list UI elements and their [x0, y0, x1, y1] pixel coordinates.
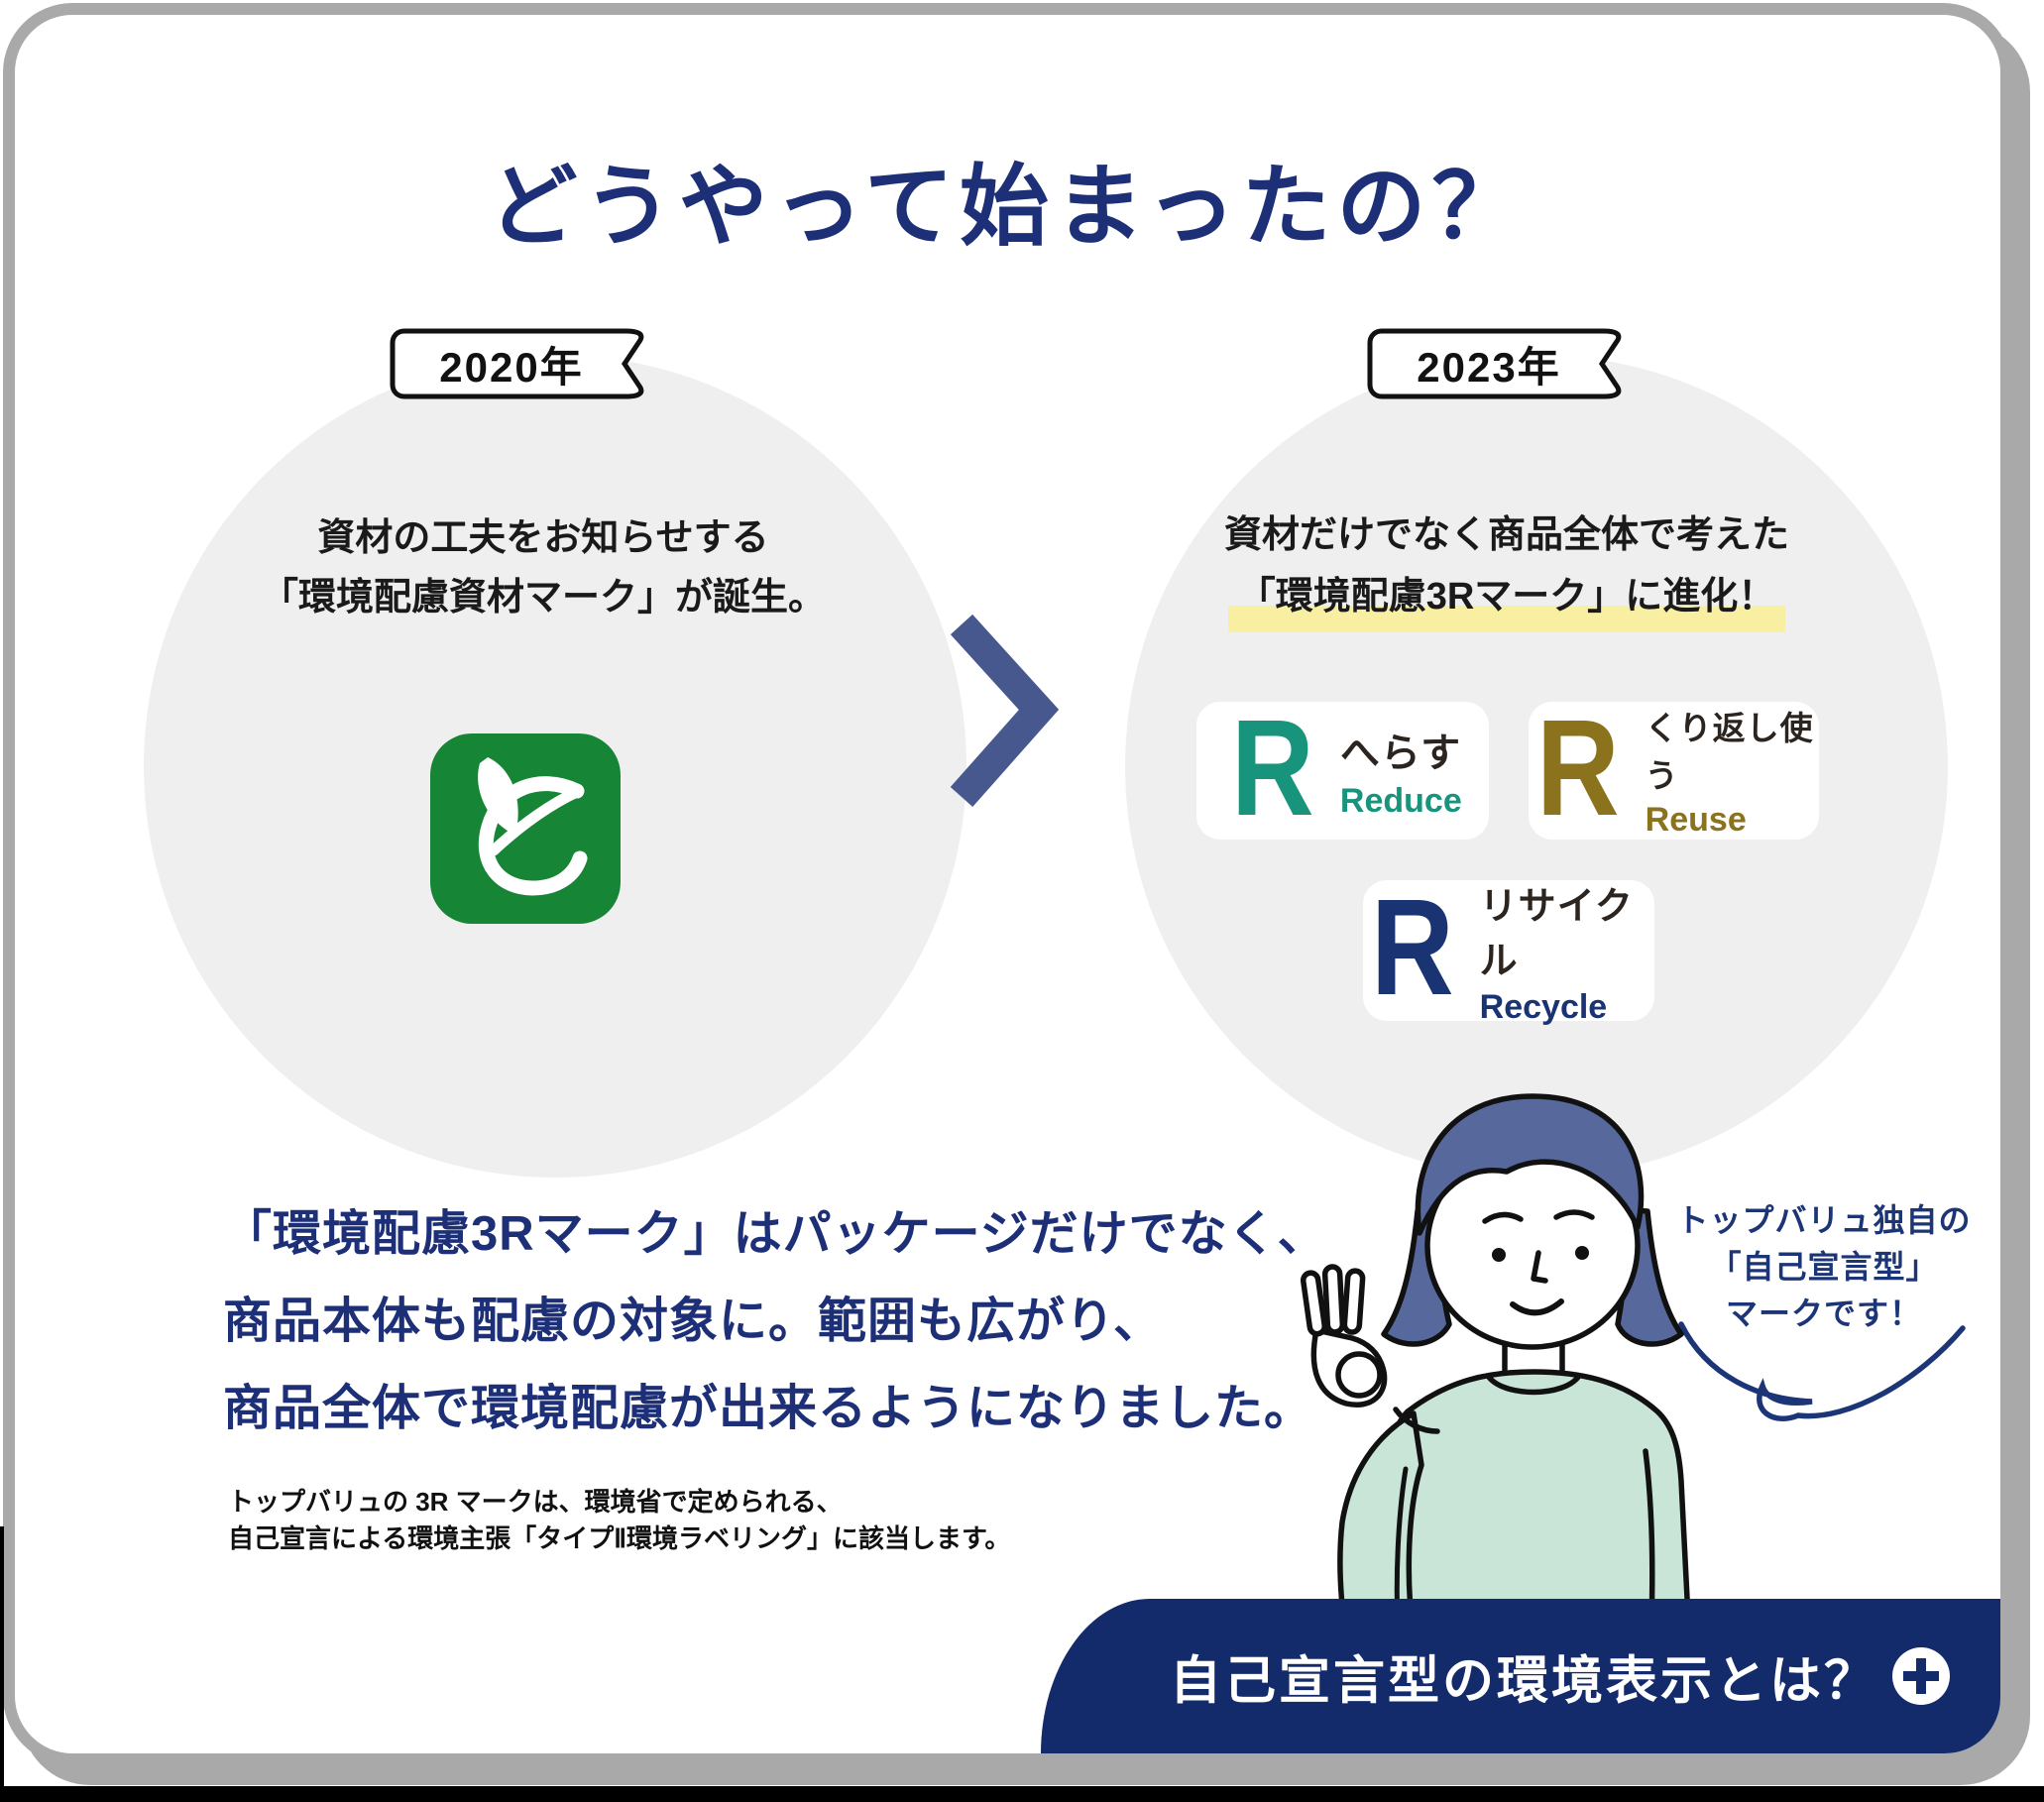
ribbon-badge-shape: [390, 328, 644, 399]
reuse-r-letter: R: [1535, 691, 1620, 845]
bubble-line3: マークです！: [1725, 1295, 1922, 1331]
bubble-line1: トップバリュ独自の: [1676, 1202, 1972, 1238]
recycle-en-label: Recycle: [1479, 987, 1608, 1026]
mark-card-reduce: R へらす Reduce: [1196, 691, 1489, 845]
recycle-r-letter: R: [1370, 871, 1454, 1024]
summary-paragraph: 「環境配慮3Rマーク」はパッケージだけでなく、 商品本体も配慮の対象に。範囲も広…: [223, 1190, 1327, 1452]
right-desc-line1: 資材だけでなく商品全体で考えた: [1223, 514, 1789, 556]
year-badge-2020: 2020年: [389, 327, 656, 400]
page-edge-left: [0, 1526, 4, 1802]
speech-bubble-text: トップバリュ独自の 「自己宣言型」 マークです！: [1675, 1197, 1973, 1337]
reduce-jp-label: へらす: [1339, 732, 1462, 775]
right-circle-description: 資材だけでなく商品全体で考えた 「環境配慮3Rマーク」に進化！: [1130, 506, 1883, 632]
banner-label: 自己宣言型の環境表示とは？: [1170, 1652, 1879, 1711]
reduce-r-letter: R: [1231, 691, 1314, 845]
speech-bubble-swoosh: [1678, 1321, 1966, 1421]
summary-line1: 「環境配慮3Rマーク」はパッケージだけでなく、: [223, 1207, 1327, 1261]
year-label: 2020年: [439, 343, 584, 391]
mark-card-reuse: R くり返し使う Reuse: [1529, 691, 1819, 845]
summary-line2: 商品本体も配慮の対象に。範囲も広がり、: [223, 1295, 1164, 1348]
mark-card-recycle: R リサイクル Recycle: [1363, 871, 1654, 1026]
reuse-en-label: Reuse: [1645, 801, 1747, 839]
footnote-line2: 自己宣言による環境主張「タイプⅡ環境ラベリング」に該当します。: [228, 1523, 1011, 1553]
left-circle-description: 資材の工夫をお知らせする 「環境配慮資材マーク」が誕生。: [196, 508, 890, 627]
bubble-line2: 「自己宣言型」: [1709, 1249, 1939, 1285]
footnote: トップバリュの 3R マークは、環境省で定められる、 自己宣言による環境主張「タ…: [228, 1484, 1010, 1557]
left-desc-line1: 資材の工夫をお知らせする: [317, 517, 769, 559]
chevron-right-icon: [950, 614, 1060, 807]
reuse-jp-label: くり返し使う: [1645, 710, 1814, 794]
plus-icon[interactable]: [1892, 1647, 1950, 1705]
eco-material-mark-icon: [430, 733, 621, 924]
page-edge-bottom: [0, 1786, 2044, 1802]
right-desc-line2-highlighted: 「環境配慮3Rマーク」に進化！: [1227, 565, 1786, 632]
page-title: どうやって始まったの？: [488, 158, 1528, 257]
content-card: どうやって始まったの？ 2020年 2023年 資材の工夫をお知らせする 「環境…: [15, 15, 2000, 1753]
woman-ok-sign-illustration: [1300, 1093, 1692, 1637]
year-label: 2023年: [1417, 343, 1561, 391]
year-badge-2023: 2023年: [1366, 327, 1634, 400]
ribbon-badge-shape: [1367, 328, 1622, 399]
left-desc-line2: 「環境配慮資材マーク」が誕生。: [260, 577, 826, 619]
summary-line3: 商品全体で環境配慮が出来るようになりました。: [223, 1382, 1314, 1435]
recycle-jp-label: リサイクル: [1479, 885, 1634, 982]
footnote-line1: トップバリュの 3R マークは、環境省で定められる、: [228, 1487, 843, 1517]
reduce-en-label: Reduce: [1339, 782, 1462, 820]
self-declaration-banner[interactable]: 自己宣言型の環境表示とは？: [1041, 1599, 2000, 1753]
